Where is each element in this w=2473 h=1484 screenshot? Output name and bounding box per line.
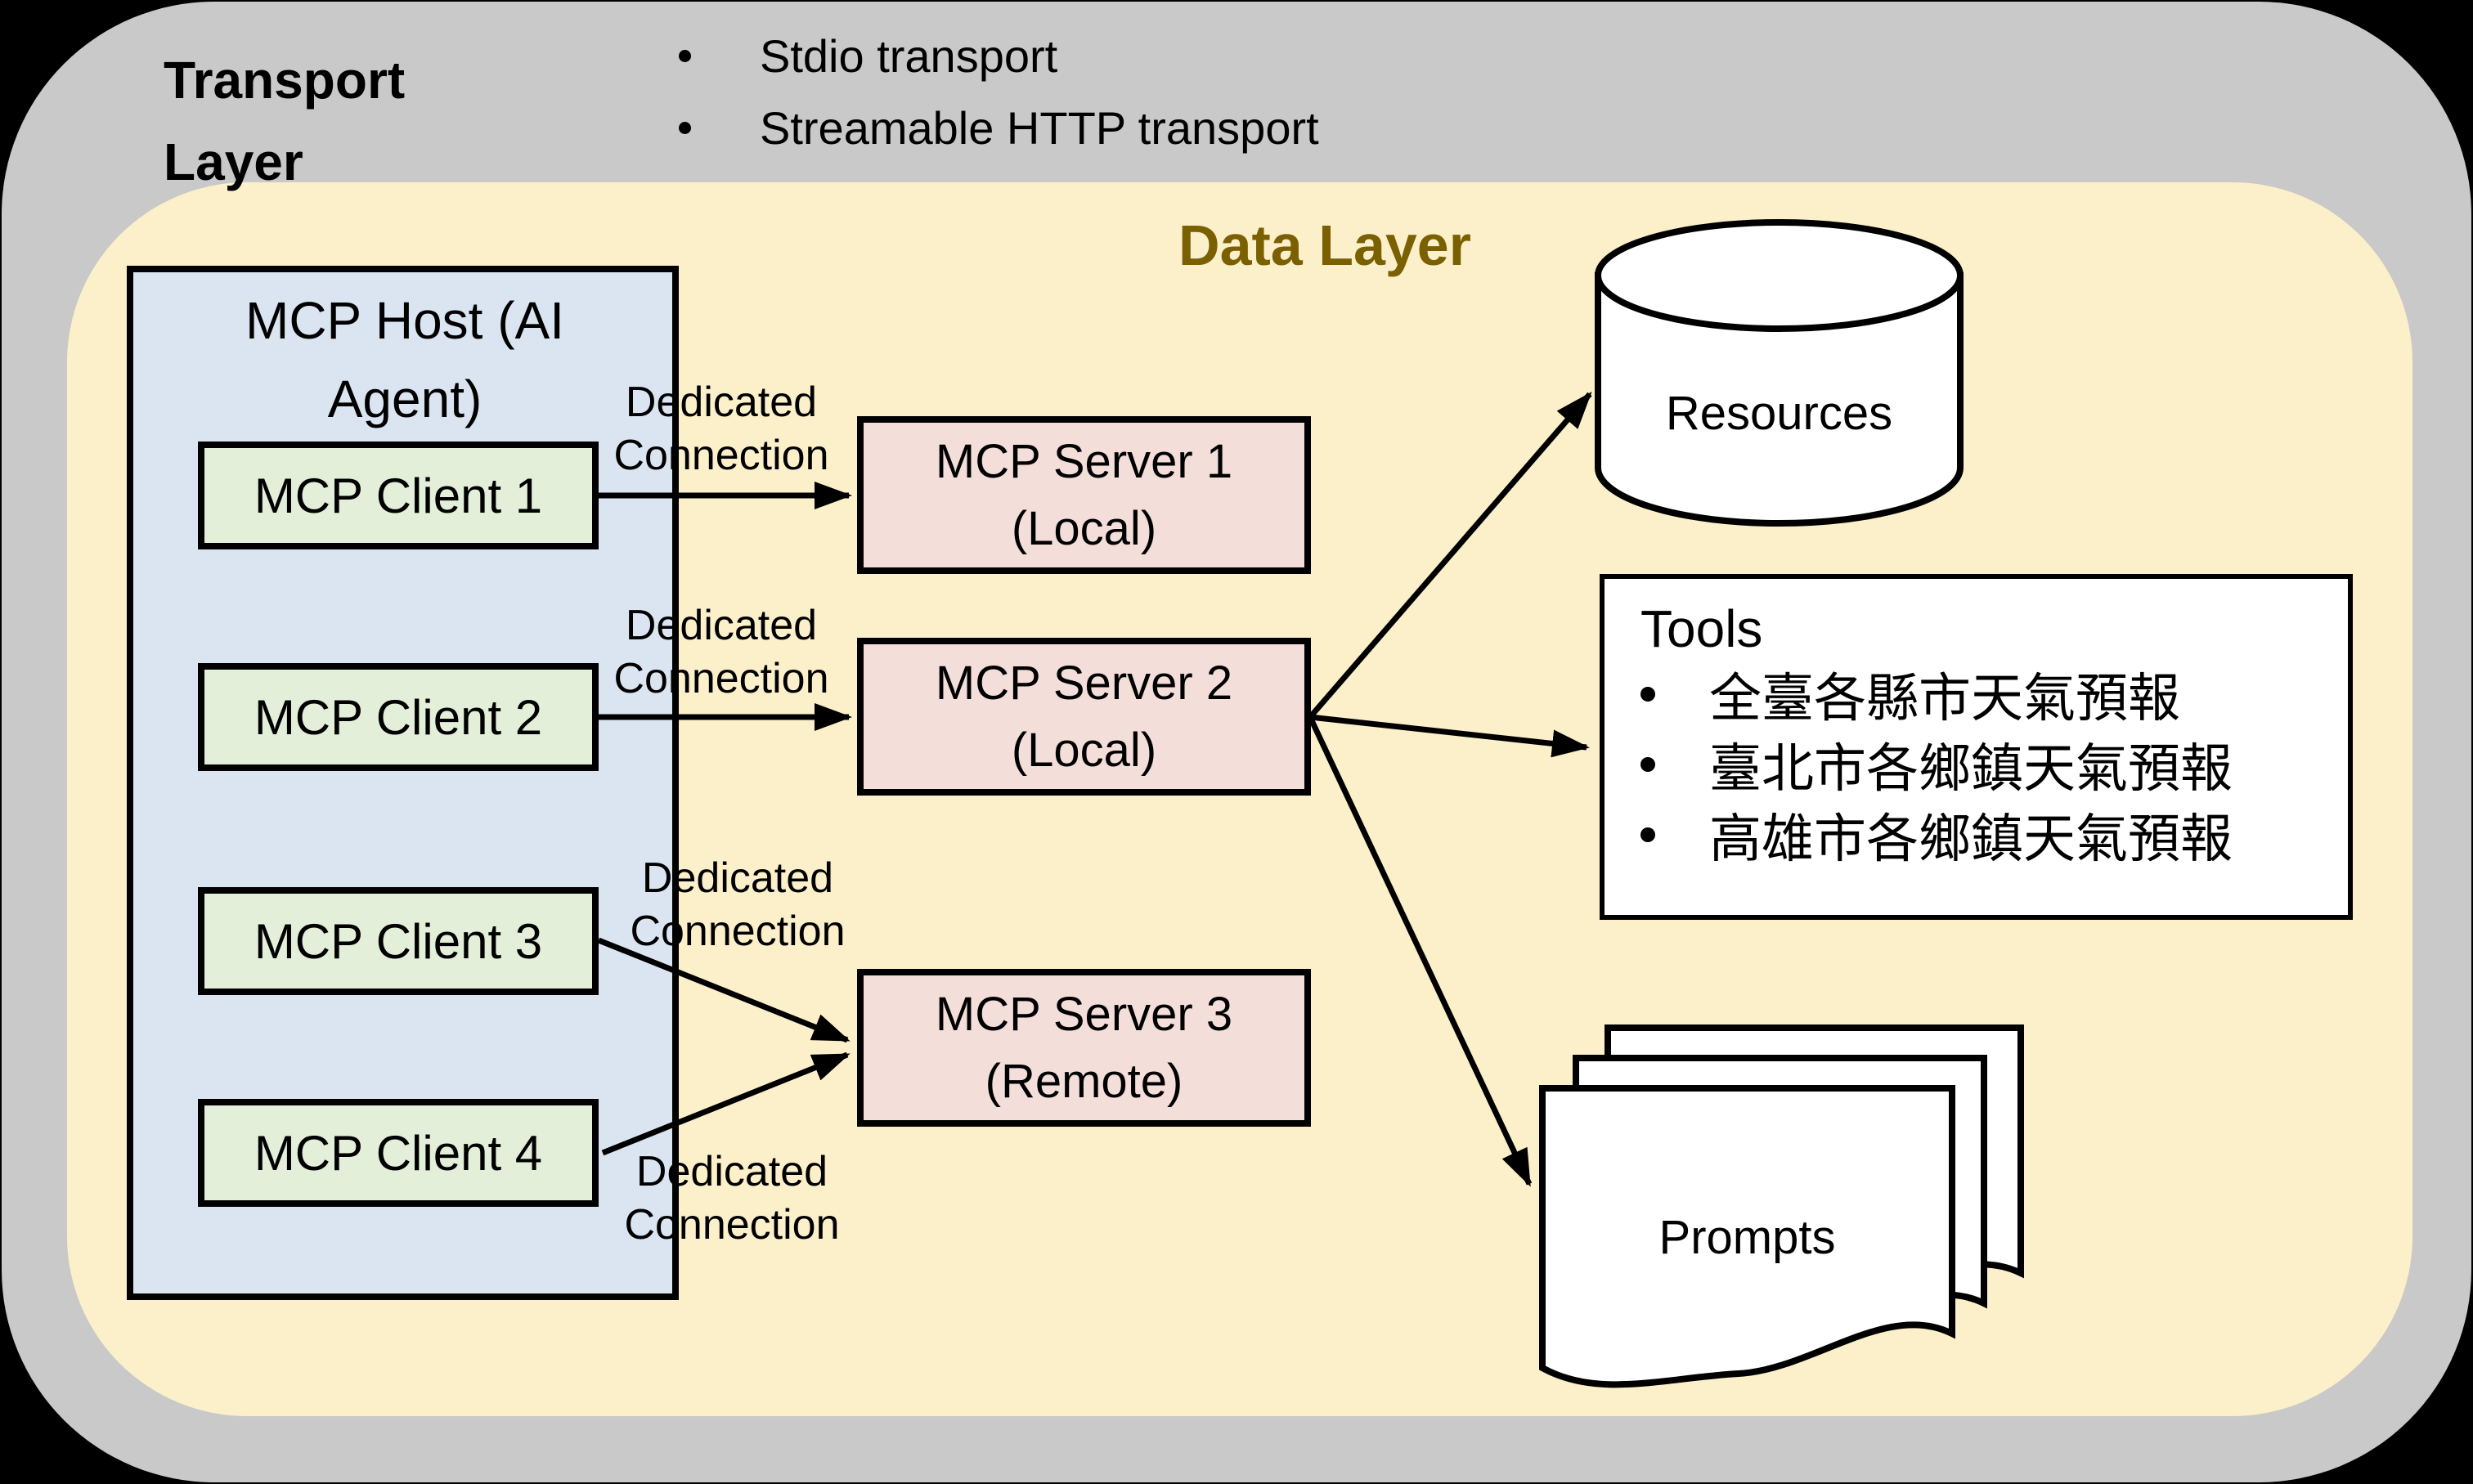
list-item: 全臺各縣市天氣預報: [1640, 659, 2348, 729]
dedicated-connection-label-1: Dedicated Connection: [613, 379, 829, 479]
dedicated-connection-label-2: Dedicated Connection: [613, 602, 829, 702]
mcp-server-3-location: (Remote): [985, 1054, 1183, 1108]
mcp-server-2-name: MCP Server 2: [935, 656, 1233, 710]
transport-layer-title-line1: Transport: [164, 51, 406, 110]
mcp-host-title-line1: MCP Host (AI: [245, 291, 564, 350]
bullet-icon: [1640, 827, 1655, 842]
list-item: Stdio transport: [679, 20, 1319, 92]
mcp-server-3-box: MCP Server 3 (Remote): [857, 969, 1311, 1127]
list-item: 高雄市各鄉鎮天氣預報: [1640, 800, 2348, 870]
mcp-server-2-location: (Local): [1011, 723, 1157, 777]
transport-layer-title-line2: Layer: [164, 132, 303, 191]
bullet-icon: [679, 49, 691, 62]
tool-item-label: 全臺各縣市天氣預報: [1709, 669, 2180, 728]
mcp-client-2-box: MCP Client 2: [198, 663, 599, 771]
dedicated-connection-label-3: Dedicated Connection: [630, 854, 846, 955]
tool-item-label: 高雄市各鄉鎮天氣預報: [1709, 809, 2233, 868]
bullet-icon: [1640, 687, 1655, 702]
transport-bullet-label: Streamable HTTP transport: [760, 101, 1319, 154]
resources-label: Resources: [1665, 387, 1893, 440]
bullet-icon: [679, 121, 691, 134]
dedicated-connection-label-4: Dedicated Connection: [624, 1148, 840, 1249]
mcp-client-4-box: MCP Client 4: [198, 1099, 599, 1207]
data-layer-title: Data Layer: [1178, 213, 1471, 277]
mcp-server-1-location: (Local): [1011, 501, 1157, 555]
mcp-server-1-name: MCP Server 1: [935, 434, 1233, 488]
tools-box: Tools 全臺各縣市天氣預報 臺北市各鄉鎮天氣預報 高雄市各鄉鎮天氣預報: [1600, 574, 2353, 920]
list-item: Streamable HTTP transport: [679, 92, 1319, 164]
mcp-client-1-box: MCP Client 1: [198, 442, 599, 549]
transport-bullet-label: Stdio transport: [760, 29, 1058, 82]
mcp-host-title-line2: Agent): [327, 370, 482, 428]
prompts-label: Prompts: [1658, 1211, 1836, 1264]
transport-bullet-list: Stdio transport Streamable HTTP transpor…: [679, 20, 1319, 164]
mcp-server-3-name: MCP Server 3: [935, 987, 1233, 1041]
mcp-server-2-box: MCP Server 2 (Local): [857, 638, 1311, 796]
mcp-client-3-box: MCP Client 3: [198, 887, 599, 995]
mcp-server-1-box: MCP Server 1 (Local): [857, 416, 1311, 574]
bullet-icon: [1640, 757, 1655, 772]
transport-layer-title: Transport Layer: [164, 39, 405, 203]
mcp-host-title: MCP Host (AI Agent): [147, 281, 662, 438]
tool-item-label: 臺北市各鄉鎮天氣預報: [1709, 739, 2233, 798]
list-item: 臺北市各鄉鎮天氣預報: [1640, 729, 2348, 800]
tools-title: Tools: [1640, 599, 1763, 658]
